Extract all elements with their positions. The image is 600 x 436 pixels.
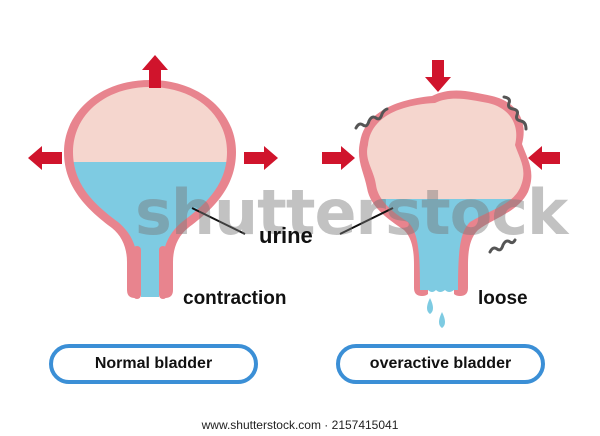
- arrow-down-icon: [425, 60, 451, 92]
- overactive-bladder-title: overactive bladder: [336, 344, 545, 384]
- arrow-left-icon: [28, 146, 62, 170]
- squiggle-icon: [488, 238, 517, 254]
- vibration-squiggles: [354, 95, 528, 254]
- drop-icon: [427, 298, 433, 314]
- urine-label: urine: [259, 223, 313, 248]
- arrow-right-icon: [244, 146, 278, 170]
- image-credit: www.shutterstock.com · 2157415041: [201, 418, 399, 432]
- arrow-up-icon: [142, 55, 168, 88]
- squiggle-icon: [502, 95, 528, 131]
- inward-arrows: [322, 60, 560, 170]
- arrow-in-right-icon: [322, 146, 355, 170]
- urine-pointer-lines: [191, 207, 394, 235]
- contraction-label: contraction: [183, 288, 287, 309]
- loose-label: loose: [478, 288, 528, 309]
- squiggle-icon: [354, 107, 389, 130]
- outward-arrows: [28, 55, 278, 170]
- drop-icon: [439, 312, 445, 328]
- normal-bladder-title: Normal bladder: [49, 344, 258, 384]
- watermark: shutterstock: [135, 176, 568, 249]
- arrow-in-left-icon: [528, 146, 560, 170]
